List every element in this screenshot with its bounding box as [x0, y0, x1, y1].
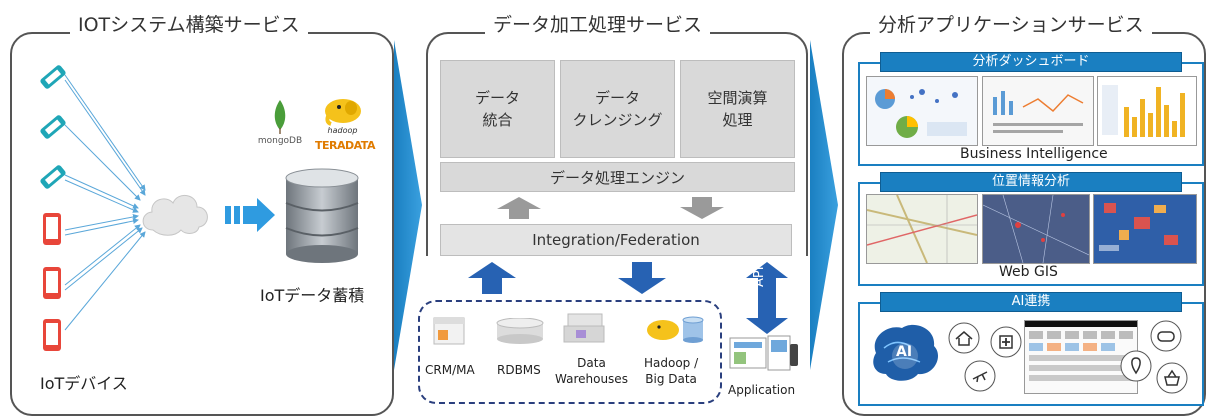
- bi-chart-thumbnail: [875, 89, 967, 138]
- elephant-icon: [324, 99, 361, 126]
- collage-grid-icon: [1025, 321, 1137, 381]
- rdbms-label: RDBMS: [497, 363, 541, 377]
- game-controller-icon: [1150, 320, 1182, 352]
- data-cleansing-box: データ クレンジング: [560, 60, 675, 158]
- iot-diagram: [64, 74, 146, 331]
- ai-brain-icon: [873, 324, 939, 381]
- bi-screenshot-thumbnail: [866, 76, 978, 146]
- gis-map-thumbnail: [982, 194, 1090, 264]
- blue-down-arrow-icon: [618, 262, 666, 294]
- processing-section-title: データ加工処理サービス: [485, 10, 711, 37]
- mongodb-logo-text: mongoDB: [257, 136, 303, 146]
- rdbms-icon: [496, 318, 544, 344]
- sensor-device-icon: [40, 165, 66, 189]
- hadoop-bigdata-label: Hadoop / Big Data: [644, 356, 699, 386]
- down-arrow-icon: [680, 197, 724, 219]
- application-screens-icon: [729, 335, 798, 371]
- smartphone-icon: [43, 213, 61, 245]
- iot-section-title: IOTシステム構築サービス: [70, 10, 308, 37]
- data-integration-box: データ 統合: [440, 60, 555, 158]
- shopping-basket-icon: [1156, 362, 1188, 394]
- bi-screenshot-thumbnail: [982, 76, 1094, 146]
- data-warehouse-icon: [563, 313, 605, 343]
- analytics-section-title: 分析アプリケーションサービス: [870, 10, 1152, 37]
- gis-panel-header: 位置情報分析: [880, 172, 1182, 192]
- bi-chart-thumbnail: [1102, 85, 1185, 137]
- dashboard-panel-header: 分析ダッシュボード: [880, 52, 1182, 72]
- data-sources-container: [418, 300, 722, 404]
- transfer-arrow-icon: [225, 198, 275, 232]
- medical-icon: [990, 326, 1022, 358]
- data-integration-label: データ 統合: [474, 89, 520, 129]
- heat-map-icon: [1099, 203, 1178, 251]
- ai-collage-image: [1024, 320, 1138, 394]
- ai-badge-label: AI: [896, 344, 913, 360]
- data-warehouse-label: Data Warehouses: [555, 356, 628, 386]
- spatial-processing-label: 空間演算 処理: [707, 89, 768, 129]
- airplane-icon: [964, 360, 996, 392]
- sensor-device-icon: [40, 65, 66, 89]
- dashboard-caption: Business Intelligence: [960, 146, 1108, 162]
- mongodb-leaf-icon: [274, 100, 286, 134]
- home-icon: [948, 322, 980, 354]
- crm-label: CRM/MA: [425, 363, 475, 377]
- integration-federation-label: Integration/Federation: [532, 231, 700, 249]
- api-label: API: [752, 266, 767, 287]
- gis-map-thumbnail: [1093, 194, 1197, 264]
- api-double-arrow-icon: [746, 262, 788, 334]
- iot-storage-label: IoTデータ蓄積: [260, 286, 365, 305]
- gis-map-thumbnail: [866, 194, 978, 264]
- hadoop-logo: hadoop TERADATA: [315, 96, 375, 152]
- flow-chevron-icon: [810, 40, 838, 370]
- hadoop-logo-text: hadoop: [327, 126, 358, 135]
- bi-screenshot-thumbnail: [1097, 76, 1197, 146]
- bi-chart-thumbnail: [993, 91, 1084, 133]
- processing-engine-box: データ処理エンジン: [440, 162, 795, 192]
- gis-caption: Web GIS: [999, 264, 1058, 280]
- application-label: Application: [728, 383, 796, 397]
- blue-up-arrow-icon: [468, 262, 516, 294]
- up-arrow-icon: [497, 197, 541, 219]
- smartphone-icon: [43, 319, 61, 351]
- hadoop-bigdata-icon: [647, 316, 704, 343]
- smartphone-icon: [43, 267, 61, 299]
- spatial-processing-box: 空間演算 処理: [680, 60, 795, 158]
- mongodb-logo: mongoDB: [255, 100, 305, 146]
- processing-engine-label: データ処理エンジン: [549, 168, 685, 187]
- street-map-icon: [867, 195, 977, 263]
- sensor-device-icon: [40, 115, 66, 139]
- dense-map-icon: [983, 195, 1089, 263]
- integration-federation-box: Integration/Federation: [440, 224, 792, 256]
- teradata-logo-text: TERADATA: [315, 139, 375, 152]
- ai-panel-header: AI連携: [880, 292, 1182, 312]
- crm-icon: [433, 317, 465, 345]
- data-cleansing-label: データ クレンジング: [572, 89, 663, 129]
- database-icon: [285, 168, 359, 263]
- iot-device-label: IoTデバイス: [40, 374, 128, 393]
- location-pin-icon: [1120, 350, 1152, 382]
- cloud-icon: [142, 195, 208, 236]
- flow-chevron-icon: [394, 40, 422, 370]
